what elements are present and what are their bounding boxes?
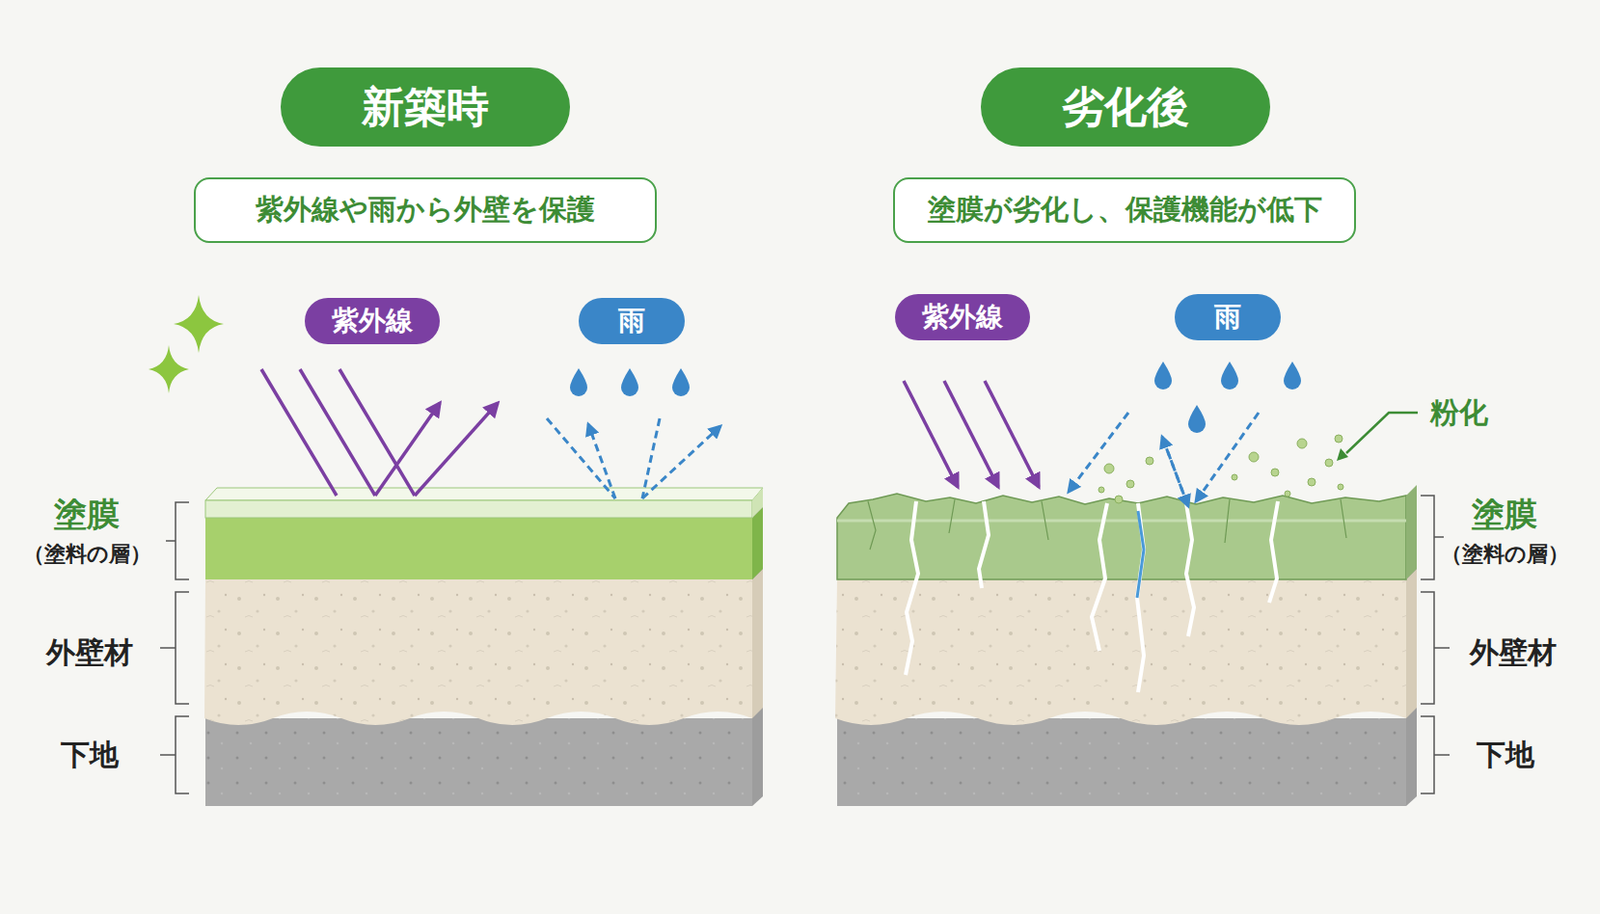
layer-label: 塗膜 [54, 492, 120, 538]
powder-particle [1098, 434, 1344, 504]
title-pill: 新築時 [280, 67, 570, 147]
label-text: （塗料の層） [1440, 542, 1570, 567]
tag-pill: 雨 [1174, 294, 1281, 341]
tag-pill: 紫外線 [304, 298, 440, 345]
tag-pill: 雨 [578, 298, 685, 345]
node-text: 雨 [618, 302, 646, 340]
label-text: 外壁材 [1469, 635, 1557, 670]
label-text: （塗料の層） [23, 542, 152, 567]
node-text: 劣化後 [1061, 79, 1190, 136]
node-text: 雨 [1214, 298, 1242, 336]
node-text: 紫外線 [331, 302, 413, 340]
rain-bounce [546, 418, 721, 499]
leader-head [1336, 448, 1349, 462]
uv-ray [903, 380, 1039, 488]
label-text: 塗膜 [54, 494, 120, 534]
node-text: 紫外線 [922, 298, 1004, 336]
subtitle-box: 紫外線や雨から外壁を保護 [193, 177, 657, 244]
label-text: 下地 [60, 737, 119, 772]
layer-label: 外壁材 [46, 633, 134, 674]
degraded-wall-section [835, 485, 1417, 807]
sparkle [148, 295, 224, 394]
layer-label: 塗膜 [1471, 492, 1538, 538]
label-text: 粉化 [1430, 395, 1489, 430]
bracket [160, 495, 1450, 794]
node-text: 紫外線や雨から外壁を保護 [255, 190, 596, 230]
layer-note: （塗料の層） [1440, 540, 1570, 570]
crack [905, 501, 1278, 693]
subtitle-box: 塗膜が劣化し、保護機能が低下 [893, 177, 1356, 244]
raindrop [1154, 361, 1302, 434]
uv-ray [261, 369, 498, 496]
node-text: 新築時 [361, 79, 489, 136]
raindrop [569, 368, 690, 397]
rain-path [1068, 412, 1259, 507]
title-pill: 劣化後 [980, 67, 1271, 147]
node-text: 塗膜が劣化し、保護機能が低下 [927, 190, 1323, 230]
callout-label: 粉化 [1430, 393, 1489, 434]
tag-pill: 紫外線 [894, 294, 1031, 341]
layer-label: 下地 [1476, 735, 1535, 776]
layer-note: （塗料の層） [23, 540, 152, 570]
coating-fissure [867, 499, 1347, 550]
new-wall-section [204, 488, 763, 807]
layer-label: 外壁材 [1469, 633, 1557, 674]
water-ingress [1137, 511, 1144, 598]
label-text: 下地 [1476, 737, 1535, 772]
layer-label: 下地 [60, 735, 119, 776]
label-text: 外壁材 [46, 635, 134, 670]
label-text: 塗膜 [1471, 494, 1538, 534]
leader-line [1346, 412, 1418, 454]
